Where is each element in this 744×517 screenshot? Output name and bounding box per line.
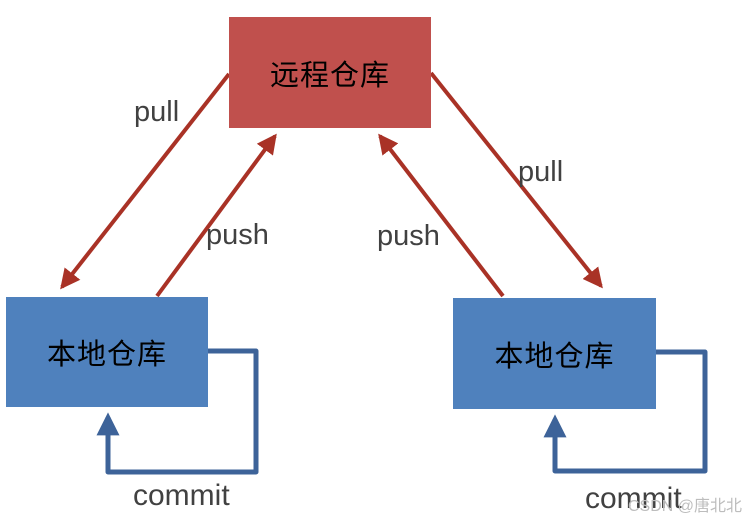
pull-left-arrow [60,72,231,290]
remote-repo-node: 远程仓库 [229,17,431,128]
commit-left-loop-arrow [96,348,259,475]
local-repo-left-node: 本地仓库 [6,297,208,407]
commit-right-label: commit [585,482,682,515]
push-left-arrow [155,133,277,298]
commit-right-loop-arrow [543,349,708,474]
push-right-label: push [377,220,440,252]
local-repo-right-node: 本地仓库 [453,298,656,409]
commit-left-label: commit [133,479,230,512]
csdn-watermark: CSDN @唐北北 [628,498,743,515]
push-left-label: push [206,219,269,251]
pull-right-label: pull [518,156,564,188]
pull-left-label: pull [134,96,180,128]
local-repo-left-label: 本地仓库 [46,339,167,371]
pull-right-arrow [429,71,603,289]
remote-repo-label: 远程仓库 [269,59,390,92]
local-repo-right-label: 本地仓库 [494,340,615,373]
push-right-arrow [378,133,505,298]
